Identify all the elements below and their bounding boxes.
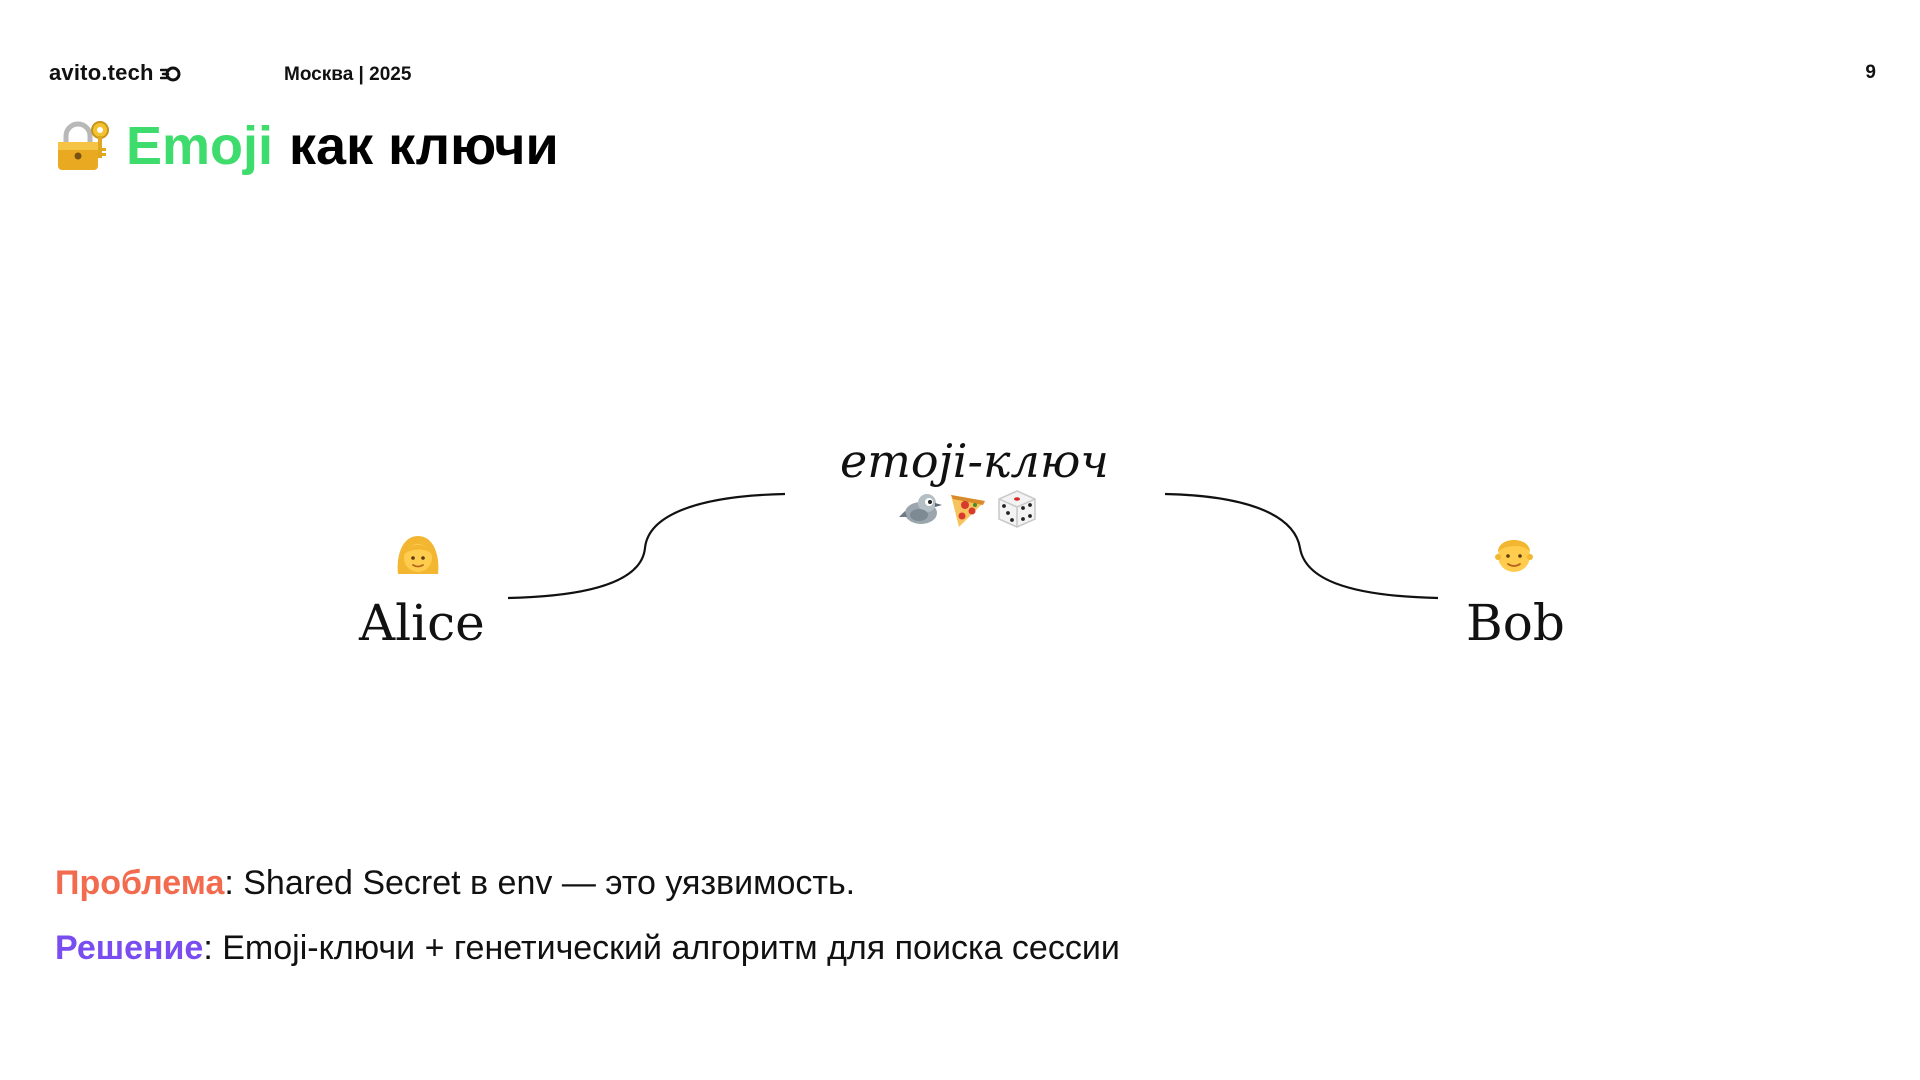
man-blond-icon — [1488, 528, 1540, 580]
problem-statement: Проблема: Shared Secret в env — это уязв… — [55, 864, 855, 903]
pizza-icon — [945, 485, 991, 531]
alice-label: Alice — [359, 594, 485, 652]
bob-label: Bob — [1466, 594, 1565, 652]
title-rest-text: как ключи — [289, 116, 559, 176]
die-icon — [993, 485, 1039, 531]
connector-left — [507, 492, 786, 600]
problem-word: Проблема — [55, 864, 225, 902]
brand-logo: avito.tech — [49, 60, 182, 86]
bird-icon — [897, 485, 943, 531]
solution-text: : Emoji-ключи + генетический алгоритм дл… — [203, 929, 1120, 967]
emoji-key-sequence — [897, 484, 1039, 532]
woman-blond-icon — [392, 530, 444, 582]
connector-right — [1164, 492, 1439, 600]
emoji-key-label: emoji-ключ — [840, 434, 1109, 488]
title-accent-word: Emoji — [126, 116, 274, 176]
event-info: Москва | 2025 — [284, 64, 412, 85]
brand-swirl-icon — [159, 62, 182, 84]
problem-text: : Shared Secret в env — это уязвимость. — [224, 864, 856, 902]
solution-statement: Решение: Emoji-ключи + генетический алго… — [55, 929, 1120, 968]
page-number: 9 — [1865, 62, 1876, 83]
brand-name: avito.tech — [49, 60, 154, 85]
solution-word: Решение — [55, 929, 204, 967]
page-title: Emoji как ключи — [54, 118, 559, 174]
locked-with-key-icon — [54, 118, 110, 174]
